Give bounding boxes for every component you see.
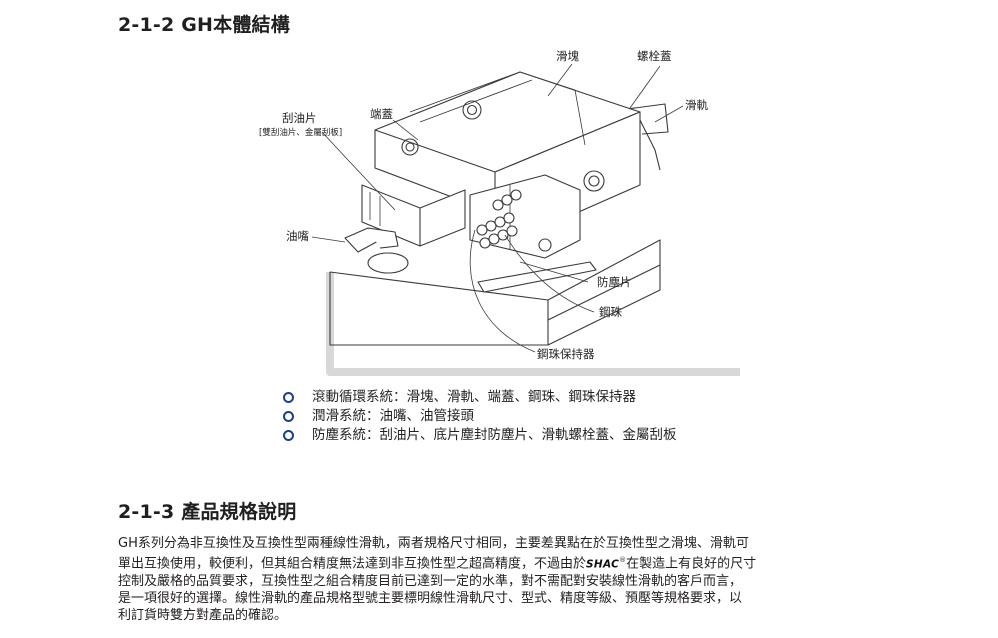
bullet-circle-icon <box>283 430 294 441</box>
list-item: 潤滑系統：油嘴、油管接頭 <box>283 407 677 426</box>
label-ball-retainer: 鋼珠保持器 <box>537 347 595 361</box>
dust-seal-shape <box>477 261 597 293</box>
label-bolt-cap: 螺栓蓋 <box>637 49 672 63</box>
linear-guide-drawing <box>311 63 740 376</box>
list-item: 滾動循環系統：滑塊、滑軌、端蓋、鋼珠、鋼珠保持器 <box>283 388 677 407</box>
product-spec-paragraph: GH系列分為非互換性及互換性型兩種線性滑軌，兩者規格尺寸相同，主要差異點在於互換… <box>118 535 878 624</box>
paragraph-line: 控制及嚴格的品質要求，互換性型之組合精度目前已達到一定的水準，對不需配對安裝線性… <box>118 574 743 590</box>
paragraph-text: 在製造上有良好的尺寸 <box>626 556 757 572</box>
label-rail: 滑軌 <box>685 98 708 112</box>
label-slider: 滑塊 <box>556 49 579 63</box>
bullet-text: 滾動循環系統：滑塊、滑軌、端蓋、鋼珠、鋼珠保持器 <box>312 389 636 405</box>
section-title-body-structure: 2-1-2 GH本體結構 <box>118 14 290 36</box>
label-wiper: 刮油片 <box>282 111 317 125</box>
paragraph-line: GH系列分為非互換性及互換性型兩種線性滑軌，兩者規格尺寸相同，主要差異點在於互換… <box>118 536 749 551</box>
system-bullet-list: 滾動循環系統：滑塊、滑軌、端蓋、鋼珠、鋼珠保持器 潤滑系統：油嘴、油管接頭 防塵… <box>283 388 677 445</box>
paragraph-text: 單出互換使用，較便利，但其組合精度無法達到非互換性型之超高精度，不過由於 <box>118 556 587 572</box>
bullet-circle-icon <box>283 392 294 403</box>
registered-mark: ® <box>619 556 627 564</box>
leader-lines <box>311 63 684 353</box>
label-wiper-note: [雙刮油片、金屬刮板] <box>259 128 343 138</box>
grease-nipple-shape <box>344 227 409 274</box>
rail-shape <box>326 103 740 376</box>
section-title-product-spec: 2-1-3 產品規格說明 <box>118 501 297 523</box>
paragraph-line: 是一項很好的選擇。線性滑軌的產品規格型號主要標明線性滑軌尺寸、型式、精度等級、預… <box>118 591 743 607</box>
steel-balls <box>476 189 552 252</box>
label-dust-seal: 防塵片 <box>597 275 632 289</box>
label-end-cap: 端蓋 <box>370 107 393 121</box>
paragraph-line: 單出互換使用，較便利，但其組合精度無法達到非互換性型之超高精度，不過由於SHAC… <box>118 552 878 573</box>
bullet-text: 潤滑系統：油嘴、油管接頭 <box>312 408 474 424</box>
linear-guide-structure-diagram: 滑塊 螺栓蓋 滑軌 刮油片 [雙刮油片、金屬刮板] 端蓋 油嘴 防塵片 鋼珠 鋼… <box>259 49 740 376</box>
brand-logo-text: SHAC <box>586 558 620 571</box>
paragraph-line: 利訂貨時雙方對產品的確認。 <box>118 608 288 624</box>
list-item: 防塵系統：刮油片、底片塵封防塵片、滑軌螺栓蓋、金屬刮板 <box>283 426 677 445</box>
bullet-text: 防塵系統：刮油片、底片塵封防塵片、滑軌螺栓蓋、金屬刮板 <box>312 427 677 443</box>
label-grease-nipple: 油嘴 <box>286 229 309 243</box>
bullet-circle-icon <box>283 411 294 422</box>
label-steel-ball: 鋼珠 <box>599 305 622 319</box>
